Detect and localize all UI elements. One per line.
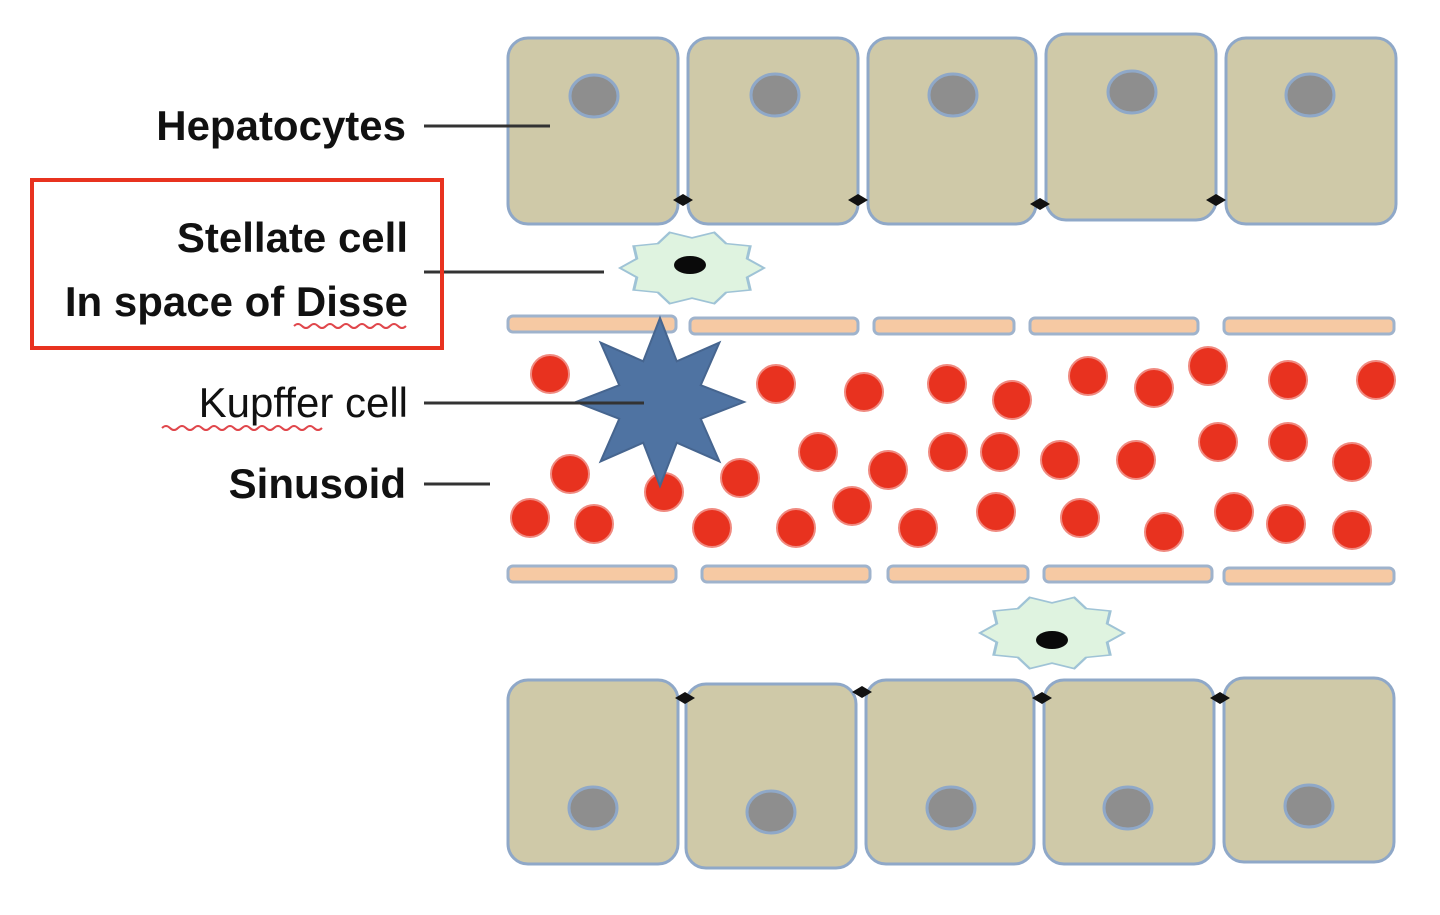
- endothelial-cell: [1222, 316, 1396, 336]
- tight-junction: [675, 692, 695, 704]
- red-blood-cell: [1356, 360, 1396, 400]
- tight-junction: [1206, 194, 1226, 206]
- red-blood-cell: [927, 364, 967, 404]
- red-blood-cell: [844, 372, 884, 412]
- red-blood-cell: [692, 508, 732, 548]
- hepatocyte: [866, 36, 1038, 226]
- endothelial-cell: [700, 564, 872, 584]
- endothelial-cell: [1042, 564, 1214, 584]
- endothelial-cell: [506, 564, 678, 584]
- hepatocyte-nucleus: [1102, 785, 1154, 831]
- red-blood-cell: [1116, 440, 1156, 480]
- endothelial-cell: [688, 316, 860, 336]
- hepatocyte-nucleus: [1283, 783, 1335, 829]
- red-blood-cell: [644, 472, 684, 512]
- red-blood-cell: [720, 458, 760, 498]
- hepatocytes-bottom-row: [506, 676, 1396, 870]
- hepatocyte: [506, 36, 680, 226]
- red-blood-cell: [868, 450, 908, 490]
- kupffer-cell: [573, 315, 747, 489]
- red-blood-cell: [756, 364, 796, 404]
- red-blood-cell: [1268, 360, 1308, 400]
- hepatocyte: [506, 678, 680, 866]
- hepatocyte-nucleus: [925, 785, 977, 831]
- tight-junction: [673, 194, 693, 206]
- red-blood-cell: [980, 432, 1020, 472]
- red-blood-cell: [776, 508, 816, 548]
- red-blood-cell: [574, 504, 614, 544]
- hepatocyte: [1224, 36, 1398, 226]
- hepatocyte: [1222, 676, 1396, 864]
- endothelial-cell: [1222, 566, 1396, 586]
- endothelial-cell: [1028, 316, 1200, 336]
- hepatocyte: [864, 678, 1036, 866]
- stellate-cell-nucleus: [1036, 631, 1068, 649]
- red-blood-cell: [1068, 356, 1108, 396]
- red-blood-cell: [1188, 346, 1228, 386]
- hepatocyte-nucleus: [1106, 69, 1158, 115]
- spellcheck-underline: [161, 425, 323, 431]
- hepatocyte: [684, 682, 858, 870]
- red-blood-cell: [798, 432, 838, 472]
- hepatocyte: [1044, 32, 1218, 222]
- red-blood-cell: [1332, 510, 1372, 550]
- tight-junction: [1030, 198, 1050, 210]
- red-blood-cell: [832, 486, 872, 526]
- tight-junction: [848, 194, 868, 206]
- red-blood-cell: [1060, 498, 1100, 538]
- endothelium-bottom: [506, 564, 1396, 586]
- red-blood-cell: [1134, 368, 1174, 408]
- red-blood-cell: [510, 498, 550, 538]
- endothelial-cell: [886, 564, 1030, 584]
- hepatocytes-top-row: [506, 32, 1398, 226]
- sinusoid-label: Sinusoid: [229, 460, 406, 507]
- red-blood-cell: [928, 432, 968, 472]
- red-blood-cell: [976, 492, 1016, 532]
- red-blood-cells: [510, 346, 1396, 552]
- stellate-label-line2: In space of Disse: [65, 278, 408, 325]
- hepatocyte-nucleus: [749, 72, 801, 118]
- hepatocytes-label: Hepatocytes: [156, 102, 406, 149]
- red-blood-cell: [550, 454, 590, 494]
- spellcheck-underline: [293, 323, 407, 329]
- hepatocyte-nucleus: [927, 72, 979, 118]
- tight-junction: [1210, 692, 1230, 704]
- stellate-label-line1: Stellate cell: [177, 214, 408, 261]
- stellate-cell-top: [617, 231, 767, 305]
- hepatocyte-nucleus: [1284, 72, 1336, 118]
- red-blood-cell: [1040, 440, 1080, 480]
- red-blood-cell: [1266, 504, 1306, 544]
- red-blood-cell: [898, 508, 938, 548]
- hepatocyte: [1042, 678, 1216, 866]
- red-blood-cell: [1214, 492, 1254, 532]
- stellate-highlight-box: [30, 178, 444, 350]
- red-blood-cell: [1332, 442, 1372, 482]
- hepatocyte: [686, 36, 860, 226]
- red-blood-cell: [1268, 422, 1308, 462]
- tight-junction: [852, 686, 872, 698]
- stellate-cell-bottom: [977, 596, 1127, 670]
- stellate-cell-nucleus: [674, 256, 706, 274]
- hepatocyte-nucleus: [745, 789, 797, 835]
- red-blood-cell: [530, 354, 570, 394]
- hepatocyte-nucleus: [567, 785, 619, 831]
- kupffer-label: Kupffer cell: [199, 379, 408, 426]
- hepatocyte-nucleus: [568, 73, 620, 119]
- red-blood-cell: [1198, 422, 1238, 462]
- endothelial-cell: [872, 316, 1016, 336]
- red-blood-cell: [1144, 512, 1184, 552]
- endothelial-cell: [506, 314, 678, 334]
- endothelium-top: [506, 314, 1396, 336]
- tight-junction: [1032, 692, 1052, 704]
- red-blood-cell: [992, 380, 1032, 420]
